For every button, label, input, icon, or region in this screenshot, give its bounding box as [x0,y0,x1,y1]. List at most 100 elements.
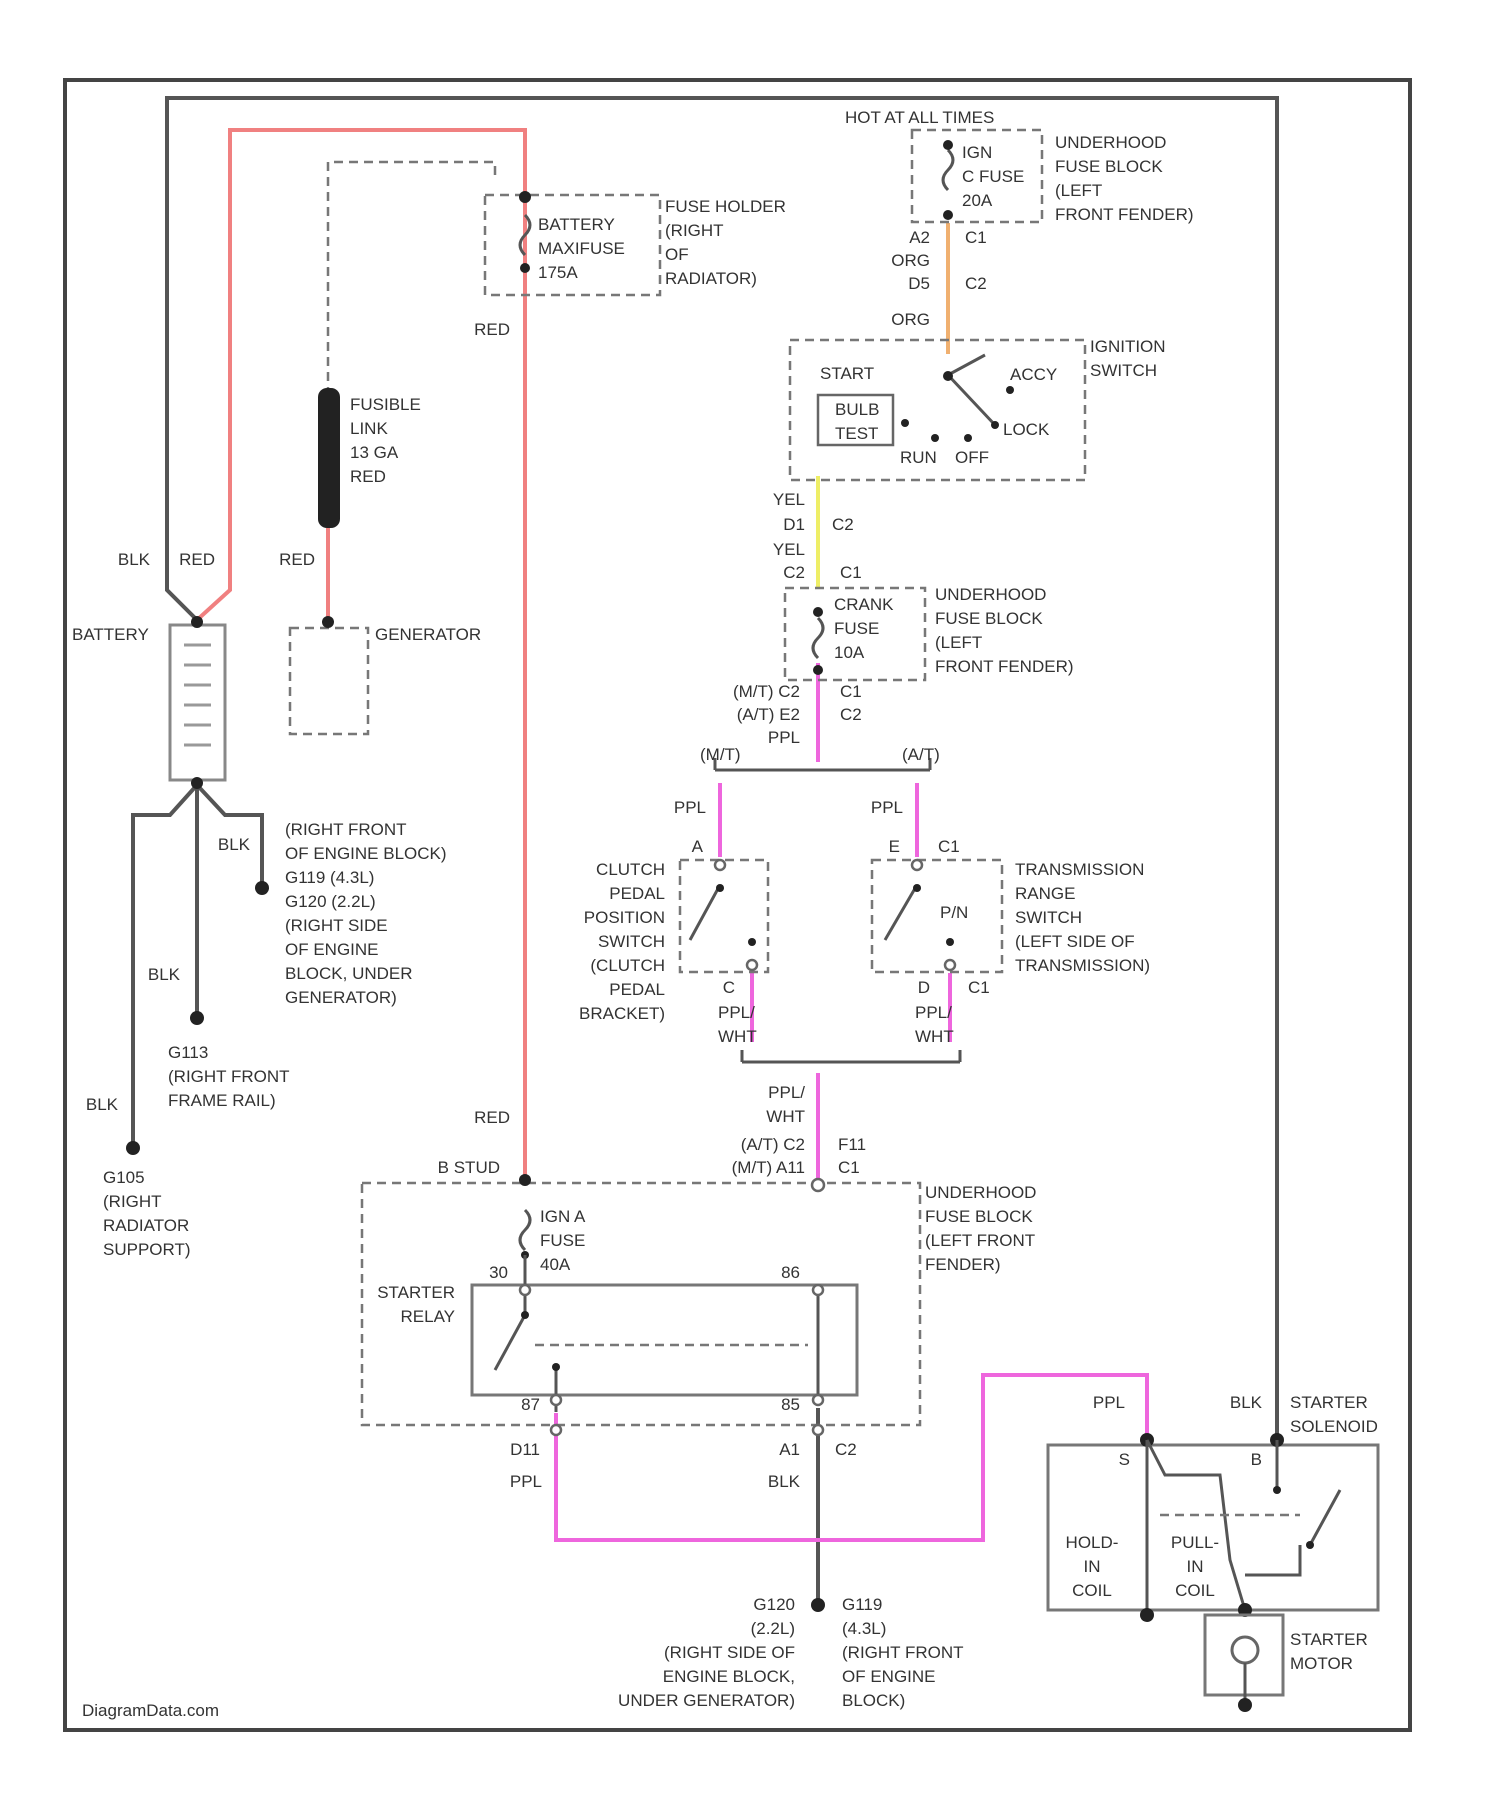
label-ground-g119-line-8: GENERATOR) [285,988,397,1007]
relay-86-input [812,1179,824,1191]
label-org-1: ORG [891,251,930,270]
label-red-top: RED [474,320,510,339]
label-g119-bottom-line-4: OF ENGINE [842,1667,936,1686]
maxifuse-bottom-pin [520,263,530,273]
label-trs-switch-line-1: TRANSMISSION [1015,860,1144,879]
ignition-pivot [943,371,953,381]
label-underhood-fuse-block-low-line-3: (LEFT FRONT [925,1231,1035,1250]
label-pin-d: D [918,978,930,997]
maxifuse-top-pin [519,191,531,203]
label-c1-mid: C1 [840,563,862,582]
label-g119-bottom-line-2: (4.3L) [842,1619,886,1638]
label-pin-a: A [692,837,704,856]
label-trs-switch-line-3: SWITCH [1015,908,1082,927]
label-a2: A2 [909,228,930,247]
battery-case [170,625,225,780]
label-fuse-ign-c-line-2: C FUSE [962,167,1024,186]
label-battery: BATTERY [72,625,149,644]
label-underhood-fuse-block-mid-line-4: FRONT FENDER) [935,657,1074,676]
trs-pivot [913,884,921,892]
label-blk-g105: BLK [86,1095,119,1114]
label-fuse-holder-line-2: (RIGHT [665,221,724,240]
label-red-batt: RED [179,550,215,569]
label-g105-line-3: RADIATOR [103,1216,189,1235]
label-battery-maxifuse-line-1: BATTERY [538,215,615,234]
label-d1: D1 [783,515,805,534]
label-yel-1: YEL [773,490,805,509]
label-g113-line-3: FRAME RAIL) [168,1091,276,1110]
label-ppl-crank: PPL [768,728,800,747]
solenoid-contact-blade [1310,1490,1340,1545]
ground-g120-g119-bottom [811,1598,825,1612]
label-ground-g119-line-2: OF ENGINE BLOCK) [285,844,447,863]
generator-box [290,628,368,734]
label-battery-maxifuse-line-2: MAXIFUSE [538,239,625,258]
wire-red-battery-to-fuse-holder [197,130,525,1180]
label-generator: GENERATOR [375,625,481,644]
label-bulb-test-line-2: TEST [835,424,878,443]
label-g120-bottom-line-2: (2.2L) [751,1619,795,1638]
label-sol-s: S [1119,1450,1130,1469]
label-hold-in-line-2: IN [1084,1557,1101,1576]
clutch-switch-pivot [716,884,724,892]
label-fuse-holder-line-1: FUSE HOLDER [665,197,786,216]
label-org-2: ORG [891,310,930,329]
label-ignition-switch-line-2: SWITCH [1090,361,1157,380]
fusible-link [318,388,340,528]
ign-c-fuse-top-pin [943,140,953,150]
label-trs-switch-line-2: RANGE [1015,884,1075,903]
crank-fuse-bottom-pin [813,665,823,675]
label-c2-relay: C2 [835,1440,857,1459]
label-ign-a-fuse-line-2: FUSE [540,1231,585,1250]
label-g120-bottom-line-1: G120 [753,1595,795,1614]
label-pull-in-line-3: COIL [1175,1581,1215,1600]
label-red-lower: RED [474,1108,510,1127]
label-ign-a-fuse-line-1: IGN A [540,1207,586,1226]
label-fusible-link-line-2: LINK [350,419,388,438]
trs-blade [885,885,917,940]
label-prn: P/N [940,903,968,922]
ign-c-fuse-bottom-pin [943,210,953,220]
label-ign-a-fuse-line-3: 40A [540,1255,571,1274]
label-ppl-left: PPL [674,798,706,817]
label-blk-batt: BLK [118,550,151,569]
ign-a-fuse-element [520,1210,530,1250]
label-underhood-fuse-block-low-line-4: FENDER) [925,1255,1001,1274]
label-pin-30: 30 [489,1263,508,1282]
label-fusible-link-line-4: RED [350,467,386,486]
label-start: START [820,364,874,383]
label-fusible-link-line-1: FUSIBLE [350,395,421,414]
label-g120-bottom-line-3: (RIGHT SIDE OF [664,1643,795,1662]
label-mt-c2: (M/T) C2 [733,682,800,701]
relay-87-pin [551,1395,561,1405]
label-ppl-sol: PPL [1093,1393,1125,1412]
label-ppl-wht-right-line-1: PPL/ [915,1003,952,1022]
label-blk-g113: BLK [148,965,181,984]
battery-positive-post [191,616,203,628]
crank-fuse-element [813,618,823,658]
clutch-switch-pin-a [715,860,725,870]
label-ppl-right: PPL [871,798,903,817]
label-b-stud: B STUD [438,1158,500,1177]
label-clutch-switch-line-4: SWITCH [598,932,665,951]
label-fuse-ign-c-line-1: IGN [962,143,992,162]
label-starter-motor-line-2: MOTOR [1290,1654,1353,1673]
label-underhood-fuse-block-top-line-1: UNDERHOOD [1055,133,1166,152]
label-fusible-link-line-3: 13 GA [350,443,399,462]
generator-terminal [322,616,334,628]
relay-86-pin [813,1285,823,1295]
underhood-fuse-block-lower [362,1183,920,1425]
label-c2-mid: C2 [832,515,854,534]
label-yel-2: YEL [773,540,805,559]
label-c1-top: C1 [965,228,987,247]
label-ground-g119-line-5: (RIGHT SIDE [285,916,388,935]
label-watermark: DiagramData.com [82,1701,219,1720]
label-blk-sol: BLK [1230,1393,1263,1412]
label-red-gen: RED [279,550,315,569]
label-at-e2: (A/T) E2 [737,705,800,724]
clutch-switch-box [680,860,768,972]
label-trs-switch-line-5: TRANSMISSION) [1015,956,1150,975]
label-crank-fuse-line-2: FUSE [834,619,879,638]
label-crank-fuse-line-1: CRANK [834,595,894,614]
